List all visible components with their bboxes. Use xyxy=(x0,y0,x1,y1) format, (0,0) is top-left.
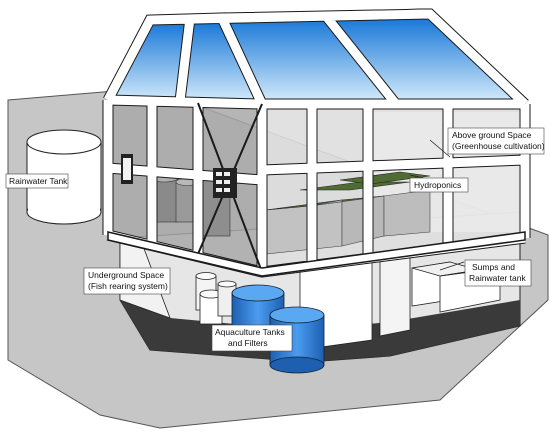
label-sumps: Sumps and Rainwater tank xyxy=(464,259,532,287)
label-underground-line1: Underground Space xyxy=(88,270,164,280)
label-above-ground: Above ground Space (Greenhouse cultivati… xyxy=(447,127,545,155)
label-underground-line2: (Fish rearing system) xyxy=(88,281,168,291)
label-aquaculture: Aquaculture Tanks and Filters xyxy=(211,324,293,352)
partition-wall-right xyxy=(379,249,411,337)
floor-slab xyxy=(107,231,526,277)
label-hydroponics: Hydroponics xyxy=(409,177,469,193)
label-rainwater-tank-text: Rainwater Tank xyxy=(9,176,68,186)
label-aquaculture-line1: Aquaculture Tanks xyxy=(215,327,285,337)
label-rainwater-tank: Rainwater Tank xyxy=(5,173,69,189)
label-sumps-line2: Rainwater tank xyxy=(469,273,526,283)
label-underground: Underground Space (Fish rearing system) xyxy=(83,267,171,295)
fish-tank-front xyxy=(269,306,325,374)
label-sumps-line1: Sumps and xyxy=(472,262,515,272)
label-above-ground-line1: Above ground Space xyxy=(452,130,532,140)
label-hydroponics-text: Hydroponics xyxy=(414,180,461,190)
label-above-ground-line2: (Greenhouse cultivation) xyxy=(452,141,545,151)
control-panel-right xyxy=(213,168,237,198)
label-aquaculture-line2: and Filters xyxy=(228,338,268,348)
control-panel-left xyxy=(121,154,133,184)
